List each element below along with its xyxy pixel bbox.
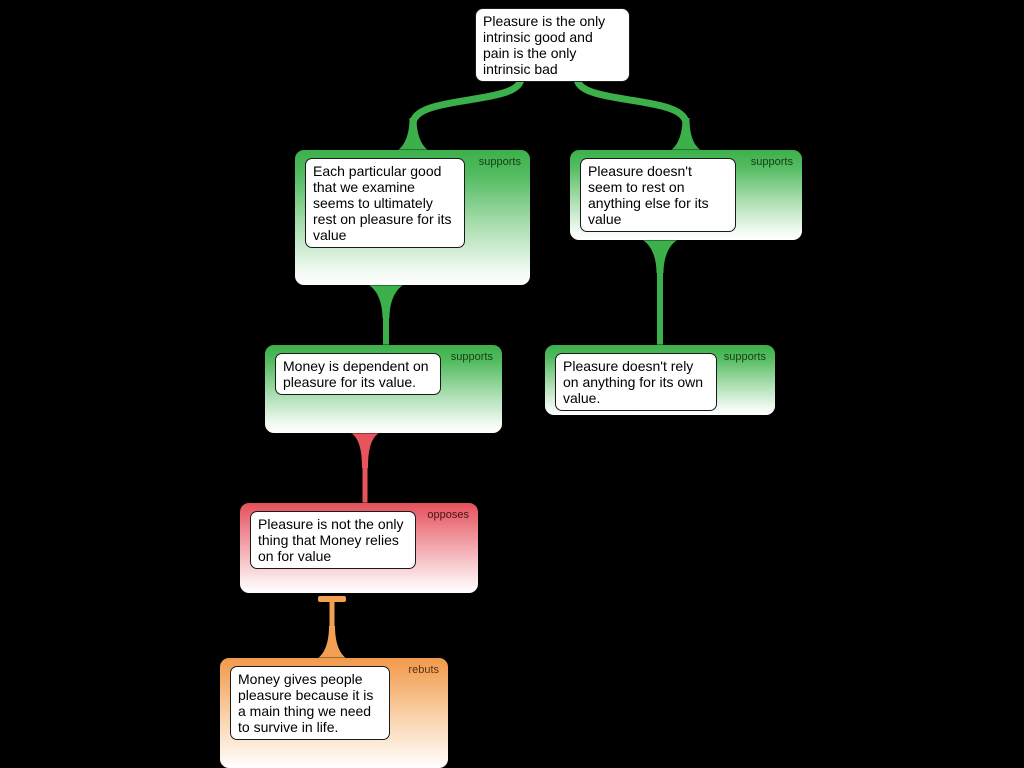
claim-text: Each particular good that we examine see…: [313, 163, 452, 243]
relation-label: supports: [478, 156, 521, 168]
connector-trumpet-g1: [367, 284, 405, 318]
rebuttal-group[interactable]: rebuts Money gives people pleasure becau…: [220, 658, 448, 768]
reason-group[interactable]: supports Money is dependent on pleasure …: [265, 345, 502, 433]
claim-box[interactable]: Pleasure is not the only thing that Mone…: [250, 511, 416, 569]
reason-group[interactable]: supports Pleasure doesn't seem to rest o…: [570, 150, 802, 240]
connector-trumpet-rebuts: [315, 626, 349, 660]
reason-group[interactable]: supports Each particular good that we ex…: [295, 150, 530, 285]
connector-root-to-supports-right: [573, 77, 690, 125]
relation-label: supports: [450, 351, 493, 363]
relation-label: rebuts: [408, 664, 439, 676]
claim-text: Pleasure is not the only thing that Mone…: [258, 516, 404, 564]
relation-label: opposes: [427, 509, 469, 521]
relation-label: supports: [723, 351, 766, 363]
claim-text: Money is dependent on pleasure for its v…: [283, 358, 429, 390]
connector-trumpet-supports-left: [395, 118, 431, 152]
rebut-bar: [318, 596, 346, 602]
objection-group[interactable]: opposes Pleasure is not the only thing t…: [240, 503, 478, 593]
connector-root-to-supports-left: [409, 77, 525, 125]
claim-box[interactable]: Money gives people pleasure because it i…: [230, 666, 390, 740]
claim-text: Pleasure doesn't seem to rest on anythin…: [588, 163, 709, 227]
relation-label: supports: [750, 156, 793, 168]
claim-box-root[interactable]: Pleasure is the only intrinsic good and …: [475, 8, 630, 82]
claim-box[interactable]: Money is dependent on pleasure for its v…: [275, 353, 441, 395]
claim-text: Money gives people pleasure because it i…: [238, 671, 374, 735]
claim-box[interactable]: Each particular good that we examine see…: [305, 158, 465, 248]
claim-text: Pleasure is the only intrinsic good and …: [483, 13, 606, 77]
reason-group[interactable]: supports Pleasure doesn't rely on anythi…: [545, 345, 775, 415]
claim-text: Pleasure doesn't rely on anything for it…: [563, 358, 704, 406]
claim-box[interactable]: Pleasure doesn't rely on anything for it…: [555, 353, 717, 411]
connector-trumpet-g2: [641, 239, 679, 273]
connector-trumpet-supports-right: [668, 118, 704, 152]
connector-trumpet-opposes: [351, 433, 379, 468]
claim-box[interactable]: Pleasure doesn't seem to rest on anythin…: [580, 158, 736, 232]
